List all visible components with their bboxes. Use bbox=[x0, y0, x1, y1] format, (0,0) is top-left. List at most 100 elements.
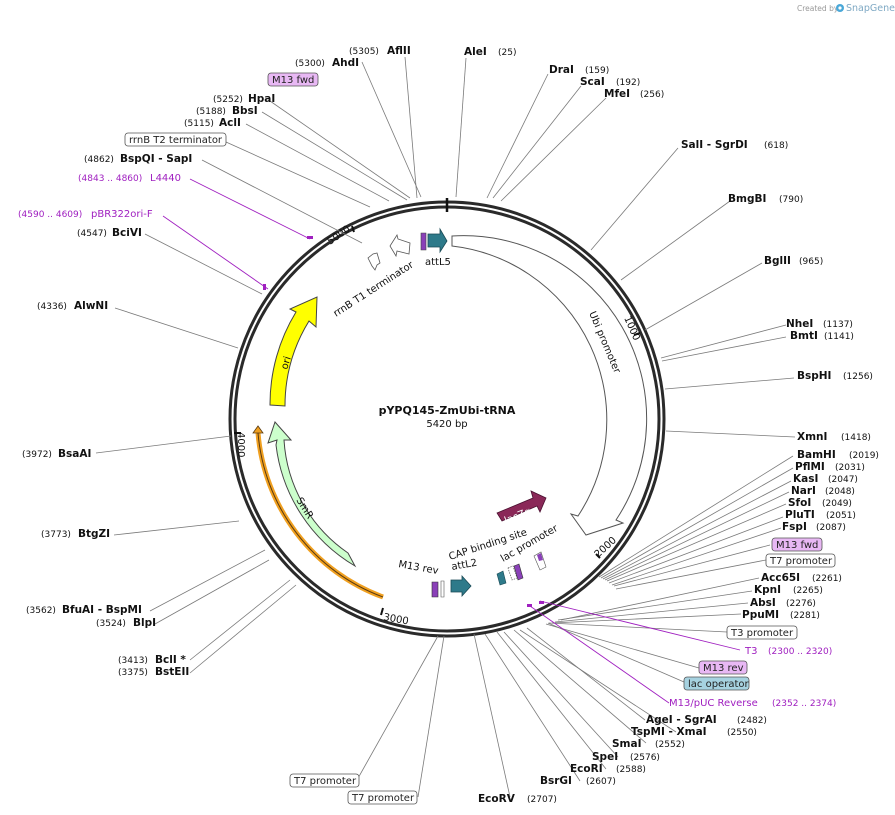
t7-promoter-right-box: T7 promoter bbox=[769, 556, 833, 567]
site-btgzi: BtgZI bbox=[78, 528, 110, 540]
svg-text:(3413): (3413) bbox=[118, 656, 148, 666]
tick-label-4000: 4000 bbox=[235, 432, 246, 457]
svg-text:(4862): (4862) bbox=[84, 155, 114, 165]
site-nari: NarI bbox=[791, 485, 816, 497]
svg-text:(4590 .. 4609): (4590 .. 4609) bbox=[18, 210, 82, 220]
rrnb-t1-feature[interactable]: rrnB T1 terminator bbox=[332, 233, 417, 320]
m13-fwd-right-box: M13 fwd bbox=[776, 540, 818, 551]
bottom-feature-cluster[interactable]: M13 rev attL2 CAP binding site lac promo… bbox=[397, 523, 561, 598]
svg-text:(2087): (2087) bbox=[816, 523, 846, 533]
svg-text:SnapGene: SnapGene bbox=[846, 3, 895, 14]
svg-text:(3375): (3375) bbox=[118, 668, 148, 678]
svg-text:(1141): (1141) bbox=[824, 332, 854, 342]
svg-text:(2588): (2588) bbox=[616, 765, 646, 775]
svg-text:(4336): (4336) bbox=[37, 302, 67, 312]
site-spei: SpeI bbox=[592, 751, 618, 763]
site-blpi: BlpI bbox=[133, 617, 156, 629]
svg-text:(618): (618) bbox=[764, 141, 788, 151]
attl5-feature[interactable]: attL5 bbox=[420, 227, 451, 268]
plasmid-backbone bbox=[228, 198, 666, 638]
svg-text:(192): (192) bbox=[616, 78, 640, 88]
primer-labels: (4843 .. 4860) L4440 (4590 .. 4609) pBR3… bbox=[18, 173, 836, 709]
site-mfei: MfeI bbox=[604, 88, 630, 100]
svg-text:(4547): (4547) bbox=[77, 229, 107, 239]
svg-text:(2265): (2265) bbox=[793, 586, 823, 596]
site-bmgbi: BmgBI bbox=[728, 193, 766, 205]
svg-text:(2049): (2049) bbox=[822, 499, 852, 509]
svg-text:(2276): (2276) bbox=[786, 599, 816, 609]
svg-text:(2051): (2051) bbox=[826, 511, 856, 521]
t7-promoter-bottom-1-box: T7 promoter bbox=[293, 776, 357, 787]
tick-label-3000: 3000 bbox=[382, 612, 409, 627]
plasmid-length: 5420 bp bbox=[426, 419, 467, 430]
t3-promoter-box: T3 promoter bbox=[730, 628, 794, 639]
boxed-labels: M13 fwd rrnB T2 terminator M13 fwd T7 pr… bbox=[124, 72, 836, 805]
t7-promoter-bottom-2-box: T7 promoter bbox=[351, 793, 415, 804]
svg-text:(3524): (3524) bbox=[96, 619, 126, 629]
svg-text:(1256): (1256) bbox=[843, 372, 873, 382]
lacz-feature[interactable]: lacZα bbox=[496, 490, 547, 527]
site-fspi: FspI bbox=[782, 521, 807, 533]
plasmid-name: pYPQ145-ZmUbi-tRNA bbox=[379, 404, 516, 417]
svg-text:(1418): (1418) bbox=[841, 433, 871, 443]
site-ahdi: AhdI bbox=[332, 57, 359, 69]
svg-text:(256): (256) bbox=[640, 90, 664, 100]
site-bmti: BmtI bbox=[790, 330, 818, 342]
attl2-label: attL2 bbox=[451, 558, 478, 573]
m13-rev-feature-label: M13 rev bbox=[397, 559, 439, 577]
site-labels: (5305) AflII (5300) AhdI AleI (25) DraI … bbox=[22, 45, 879, 805]
site-bspqi-sapi: BspQI - SapI bbox=[120, 153, 192, 165]
svg-text:Created by: Created by bbox=[797, 4, 839, 13]
svg-text:(965): (965) bbox=[799, 257, 823, 267]
site-bsaai: BsaAI bbox=[58, 448, 91, 460]
svg-text:(25): (25) bbox=[498, 48, 516, 58]
site-ecorv: EcoRV bbox=[478, 793, 516, 805]
ori-feature[interactable]: ori bbox=[269, 296, 318, 407]
primer-t3: T3 bbox=[744, 646, 757, 657]
svg-text:(2482): (2482) bbox=[737, 716, 767, 726]
site-smai: SmaI bbox=[612, 738, 642, 750]
site-bfuai-bspmi: BfuAI - BspMI bbox=[62, 604, 142, 616]
site-absi: AbsI bbox=[750, 597, 776, 609]
leader-lines bbox=[95, 56, 796, 798]
site-ppumi: PpuMI bbox=[742, 609, 779, 621]
snapgene-brand: Created by SnapGene bbox=[797, 3, 895, 14]
primer-pbr322ori-f: pBR322ori-F bbox=[91, 209, 153, 220]
orange-arc-feature[interactable] bbox=[252, 425, 384, 600]
svg-text:(2048): (2048) bbox=[825, 487, 855, 497]
primer-leaders bbox=[162, 178, 741, 704]
svg-text:(2047): (2047) bbox=[828, 475, 858, 485]
svg-text:(4843 .. 4860): (4843 .. 4860) bbox=[78, 174, 142, 184]
snapgene-logo-icon bbox=[836, 4, 844, 12]
svg-text:(3972): (3972) bbox=[22, 450, 52, 460]
site-scai: ScaI bbox=[580, 76, 605, 88]
svg-text:(2550): (2550) bbox=[727, 728, 757, 738]
smr-feature[interactable]: SmR bbox=[267, 421, 357, 568]
site-drai: DraI bbox=[549, 64, 574, 76]
ubi-promoter-feature[interactable]: Ubi promoter bbox=[451, 235, 648, 536]
ori-label: ori bbox=[279, 355, 293, 371]
site-alwni: AlwNI bbox=[74, 300, 108, 312]
svg-text:(2607): (2607) bbox=[586, 777, 616, 787]
svg-text:(5252): (5252) bbox=[213, 95, 243, 105]
svg-text:(5115): (5115) bbox=[184, 119, 214, 129]
svg-text:(790): (790) bbox=[779, 195, 803, 205]
svg-text:(2031): (2031) bbox=[835, 463, 865, 473]
m13-fwd-top-box: M13 fwd bbox=[272, 75, 314, 86]
site-pflmi: PflMI bbox=[795, 461, 825, 473]
site-xmni: XmnI bbox=[797, 431, 827, 443]
svg-text:(2552): (2552) bbox=[655, 740, 685, 750]
m13-rev-box: M13 rev bbox=[703, 663, 744, 674]
site-hpai: HpaI bbox=[248, 93, 275, 105]
site-nhei: NheI bbox=[786, 318, 813, 330]
svg-text:(2019): (2019) bbox=[849, 451, 879, 461]
svg-text:(159): (159) bbox=[585, 66, 609, 76]
primer-l4440: L4440 bbox=[150, 173, 181, 184]
svg-text:(1137): (1137) bbox=[823, 320, 853, 330]
site-pluti: PluTI bbox=[785, 509, 815, 521]
site-aflii: AflII bbox=[387, 45, 411, 57]
svg-text:(5300): (5300) bbox=[295, 59, 325, 69]
svg-text:(3773): (3773) bbox=[41, 530, 71, 540]
